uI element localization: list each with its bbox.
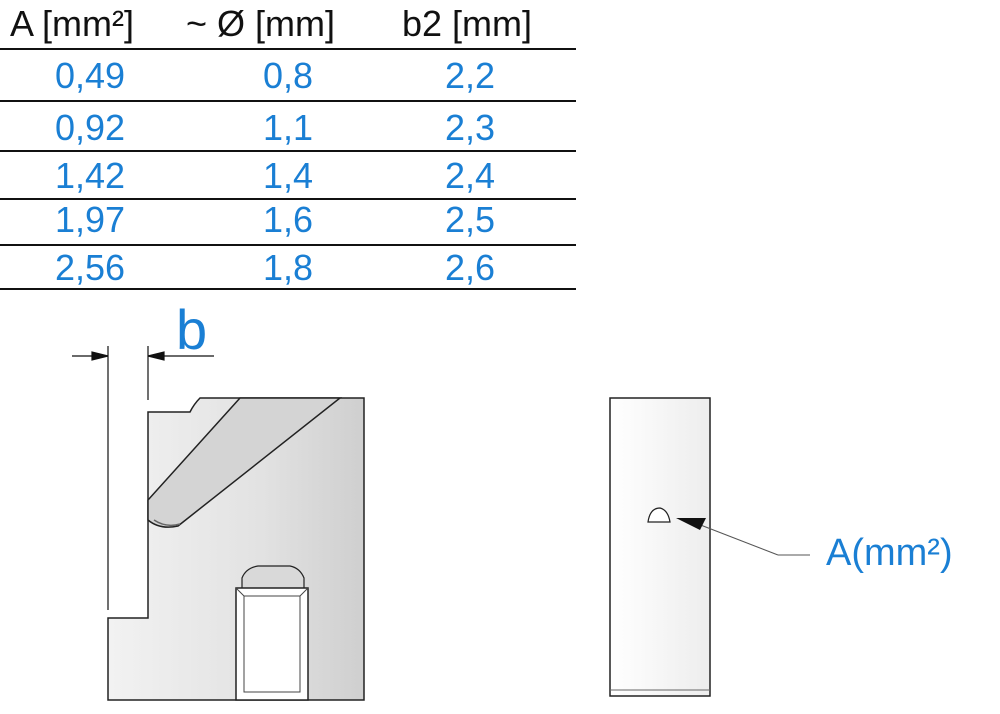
cell-area: 2,56	[54, 247, 126, 288]
table-row: 1,42 1,4 2,4	[0, 152, 576, 200]
dimension-b	[72, 346, 214, 610]
table-row: 0,92 1,1 2,3	[0, 104, 576, 152]
cell-diameter: 0,8	[262, 55, 314, 96]
row-rule	[0, 100, 576, 102]
cell-b2: 2,4	[444, 155, 496, 196]
table-row: 2,56 1,8 2,6	[0, 244, 576, 292]
table-row: 0,49 0,8 2,2	[0, 52, 576, 100]
arrowhead-left	[91, 351, 109, 361]
cell-area: 1,97	[54, 199, 126, 240]
row-rule	[0, 198, 576, 200]
row-rule	[0, 150, 576, 152]
contact-side-view	[609, 397, 810, 697]
table-row: 1,97 1,6 2,5	[0, 196, 576, 244]
row-rule	[0, 244, 576, 246]
header-diameter: ~ Ø [mm]	[186, 3, 336, 44]
cell-diameter: 1,4	[262, 155, 314, 196]
cell-diameter: 1,1	[262, 107, 314, 148]
area-label: A(mm²)	[826, 532, 953, 574]
cell-area: 0,49	[54, 55, 126, 96]
crimp-die-profile	[107, 397, 365, 701]
leader-line-diagonal	[697, 523, 779, 556]
header-area: A [mm²]	[10, 3, 134, 44]
cell-diameter: 1,8	[262, 247, 314, 288]
cell-b2: 2,5	[444, 199, 496, 240]
cell-b2: 2,6	[444, 247, 496, 288]
cell-b2: 2,2	[444, 55, 496, 96]
dimension-label-b: b	[176, 298, 208, 361]
cross-section-mark	[647, 507, 671, 523]
header-b2: b2 [mm]	[402, 3, 533, 44]
cell-diameter: 1,6	[262, 199, 314, 240]
table-bottom-rule	[0, 288, 576, 290]
cell-area: 1,42	[54, 155, 126, 196]
header-rule	[0, 48, 576, 50]
arrowhead-right	[147, 351, 165, 361]
leader-arrowhead	[676, 518, 706, 530]
cell-b2: 2,3	[444, 107, 496, 148]
cell-area: 0,92	[54, 107, 126, 148]
